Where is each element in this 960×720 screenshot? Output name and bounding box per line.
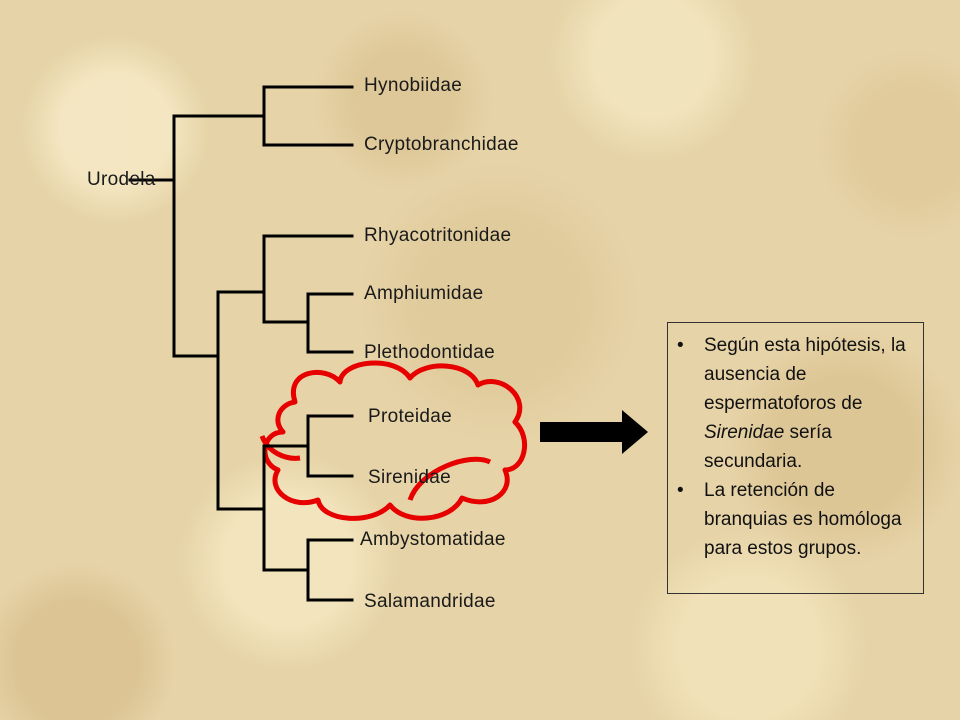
taxon-label-ambystomatidae: Ambystomatidae — [360, 529, 506, 550]
bullet-icon: • — [677, 335, 684, 356]
root-label: Urodela — [87, 169, 156, 190]
taxon-label-amphiumidae: Amphiumidae — [364, 283, 484, 304]
note-text-end: sería secundaria. — [704, 422, 832, 472]
note-item: • Según esta hipótesis, la ausencia de e… — [677, 331, 917, 476]
taxon-label-plethodontidae: Plethodontidae — [364, 342, 495, 363]
note-text: Según esta hipótesis, la ausencia de esp… — [704, 335, 906, 414]
tree-lines — [128, 85, 354, 602]
bullet-icon: • — [677, 480, 684, 501]
taxon-label-proteidae: Proteidae — [368, 406, 453, 427]
hypothesis-notes-box: • Según esta hipótesis, la ausencia de e… — [667, 322, 924, 594]
highlight-cloud — [259, 360, 527, 521]
taxon-label-hynobiidae: Hynobiidae — [364, 75, 463, 96]
note-italic-taxon: Sirenidae — [704, 422, 785, 443]
right-arrow-icon — [540, 410, 648, 454]
note-item: • La retención de branquias es homóloga … — [677, 476, 917, 563]
note-text: La retención de branquias es homóloga pa… — [704, 480, 902, 559]
taxon-label-sirenidae: Sirenidae — [368, 467, 451, 488]
taxon-label-salamandridae: Salamandridae — [364, 591, 496, 612]
notes-list: • Según esta hipótesis, la ausencia de e… — [668, 323, 923, 563]
taxon-label-cryptobranchidae: Cryptobranchidae — [364, 134, 519, 155]
taxon-label-rhyacotritonidae: Rhyacotritonidae — [364, 225, 512, 246]
